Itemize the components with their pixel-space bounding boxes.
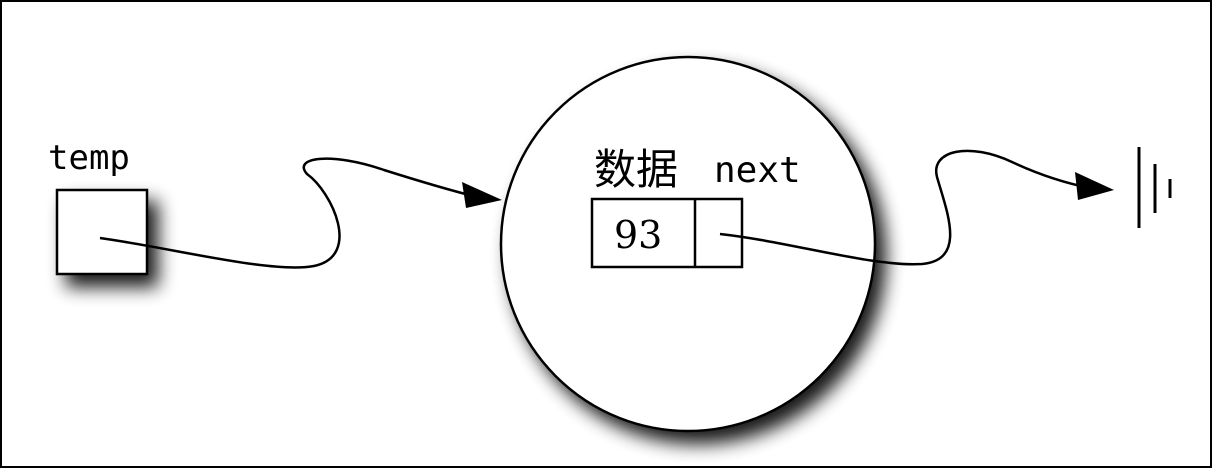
next-arrowhead [1075,172,1114,200]
temp-arrowhead [462,182,502,208]
next-to-null-arrow [719,149,1091,266]
ground-null-icon [1137,147,1172,228]
temp-to-node-arrow [99,157,478,269]
temp-label: temp [48,138,130,178]
node-record-box [590,197,744,269]
data-value: 93 [614,213,662,257]
next-field-label: next [714,150,801,191]
temp-pointer-box [55,188,149,276]
data-field-label: 数据 [594,145,678,194]
